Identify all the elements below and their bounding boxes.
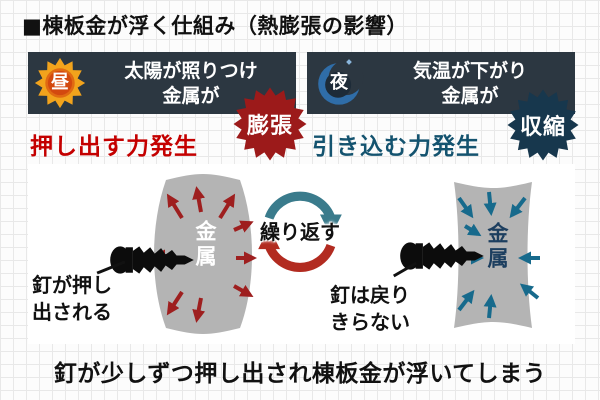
burst-shape-icon — [507, 89, 579, 161]
night-metal-label: 金属 — [485, 222, 509, 272]
night-header: 夜 気温が下がり 金属が — [307, 52, 575, 114]
footer-caption: 釘が少しずつ押し出され棟板金が浮いてしまう — [53, 361, 547, 387]
burst-shape-icon — [233, 87, 307, 161]
screw-icon — [110, 246, 194, 274]
night-nail-label-line2: きらない — [330, 310, 410, 334]
screw-icon — [400, 242, 484, 270]
expansion-badge-label: 膨張 — [246, 114, 293, 139]
page-title: ■棟板金が浮く仕組み（熱膨張の影響） — [22, 14, 408, 38]
night-nail-label: 釘は戻り きらない — [330, 282, 410, 336]
night-headline-line1: 気温が下がり — [412, 60, 527, 82]
day-headline-line1: 太陽が照りつけ — [124, 60, 258, 82]
day-headline-line2: 金属が — [162, 84, 220, 107]
contraction-badge: 収縮 — [506, 88, 580, 162]
night-headline-line2: 金属が — [441, 84, 499, 107]
night-headline: 気温が下がり 金属が — [369, 59, 571, 108]
cycle-label: 繰り返す — [260, 220, 340, 244]
expansion-badge: 膨張 — [232, 86, 308, 162]
moon-icon — [318, 60, 364, 105]
day-header: 昼 太陽が照りつけ 金属が — [28, 52, 296, 114]
day-nail-label: 釘が押し 出される — [32, 272, 112, 326]
day-nail-label-line1: 釘が押し — [32, 273, 112, 297]
day-metal-label: 金属 — [193, 220, 217, 270]
night-time-label: 夜 — [330, 72, 348, 93]
sun-icon — [34, 57, 86, 109]
night-force-text: 引き込む力発生 — [312, 134, 480, 160]
day-nail-label-line2: 出される — [32, 300, 112, 324]
day-force-text: 押し出す力発生 — [30, 134, 198, 160]
contraction-badge-label: 収縮 — [519, 115, 566, 140]
night-nail-label-line1: 釘は戻り — [330, 283, 410, 307]
day-headline: 太陽が照りつけ 金属が — [90, 59, 292, 108]
day-time-label: 昼 — [51, 72, 69, 93]
cycle-arrows-icon — [258, 191, 342, 272]
